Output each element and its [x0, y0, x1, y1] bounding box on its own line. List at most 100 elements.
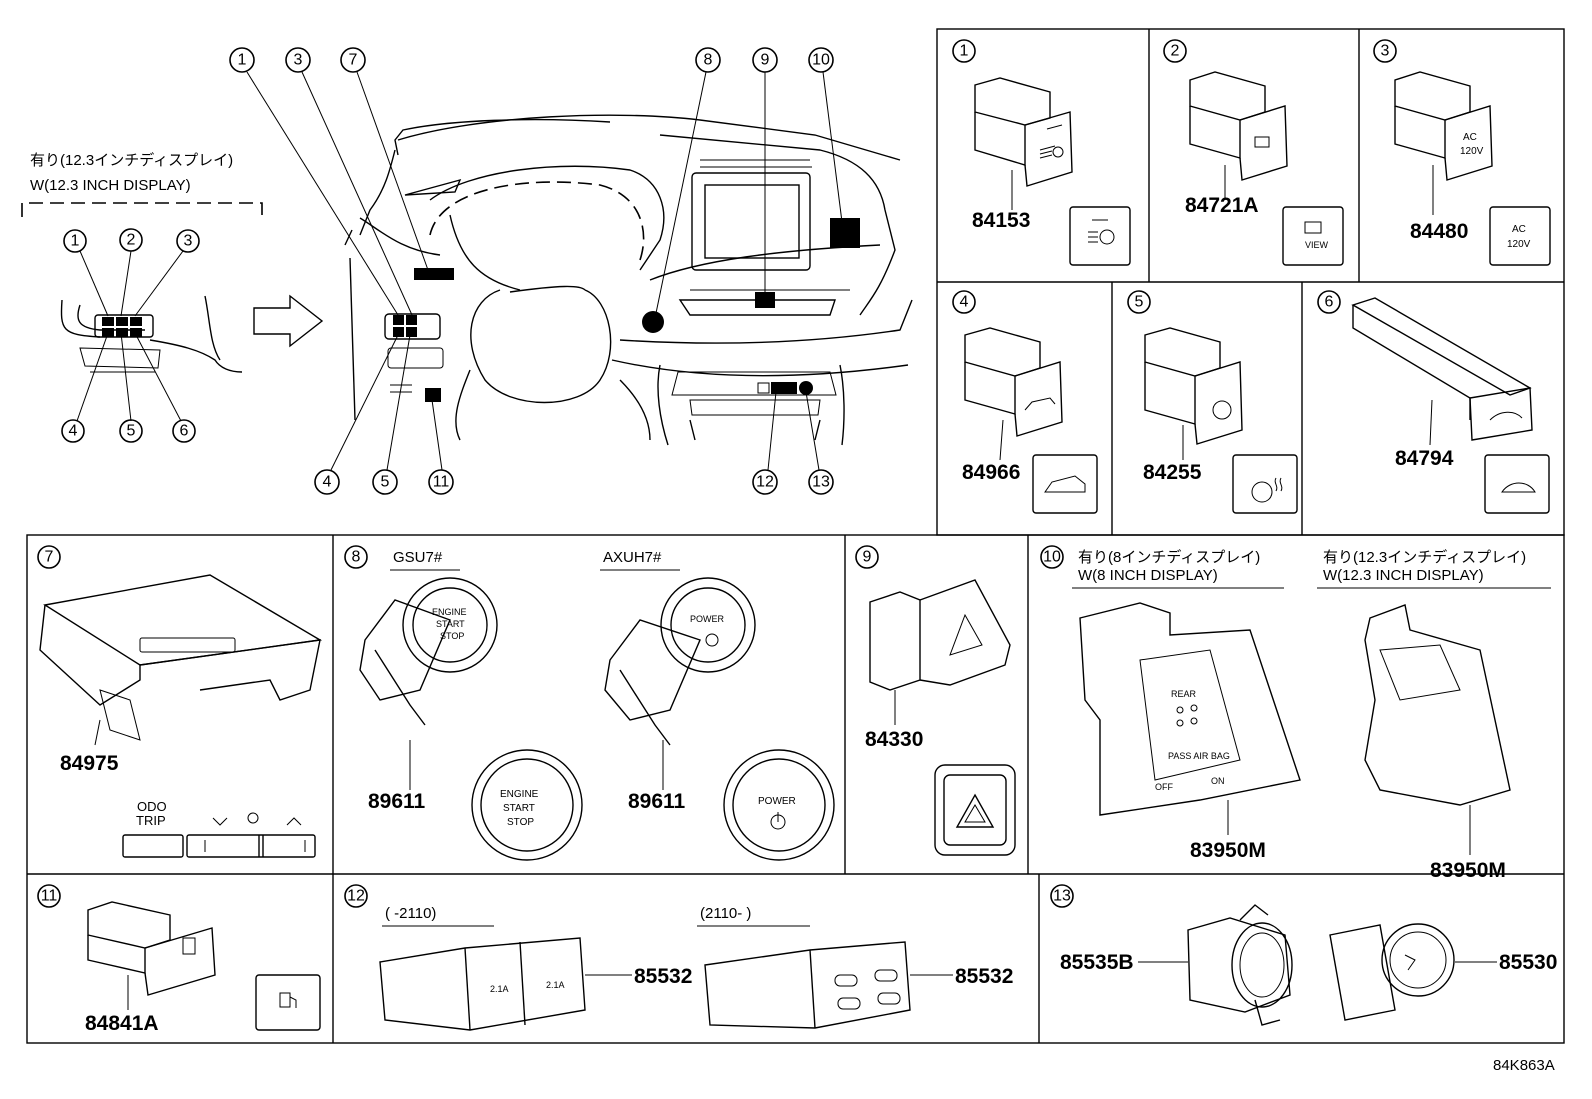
usb-port-2 [874, 969, 898, 982]
dash-callout-1: 1 [229, 47, 255, 73]
svg-text:POWER: POWER [690, 614, 725, 624]
usb-port-1 [834, 974, 858, 987]
range-after: (2110- ) [700, 905, 751, 922]
panel-9: 9 84330 [855, 545, 1016, 856]
dash-callout-3: 3 [285, 47, 311, 73]
panel-10-number: 10 [1040, 545, 1064, 569]
dash-callout-7: 7 [340, 47, 366, 73]
svg-text:POWER: POWER [758, 796, 796, 807]
part-84721a: 84721A [1185, 194, 1259, 217]
range-before: ( -2110) [385, 905, 436, 922]
part-83950m-b: 83950M [1430, 859, 1506, 882]
part-84841a: 84841A [85, 1012, 159, 1035]
svg-text:7: 7 [349, 52, 358, 69]
inset-callout-6: 6 [172, 419, 196, 443]
windshield-defogger-icon [1501, 482, 1536, 493]
dimmer-button [186, 834, 316, 858]
auto-headlamp-icon [1099, 229, 1115, 245]
svg-text:4: 4 [323, 474, 332, 491]
svg-text:120V: 120V [1460, 146, 1484, 157]
svg-text:2.1A: 2.1A [546, 980, 565, 990]
dash-callout-10: 10 [808, 47, 834, 73]
svg-text:6: 6 [180, 423, 189, 440]
inset-variant-en: W(12.3 INCH DISPLAY) [30, 177, 191, 194]
inset-callout-1: 1 [63, 229, 87, 253]
odo-trip-button [122, 834, 184, 858]
part-83950m-a: 83950M [1190, 839, 1266, 862]
svg-text:9: 9 [863, 549, 872, 566]
svg-text:11: 11 [433, 474, 450, 491]
variant-12inch-jp: 有り(12.3インチディスプレイ) [1323, 548, 1526, 566]
svg-text:OFF: OFF [1155, 782, 1173, 792]
chevron-up-icon [286, 817, 302, 826]
fuel-door-icon-small [182, 937, 196, 955]
panel-9-number: 9 [855, 545, 879, 569]
svg-text:4: 4 [960, 294, 969, 311]
svg-text:120V: 120V [1507, 239, 1531, 250]
dash-callout-13: 13 [808, 469, 834, 495]
part-84255: 84255 [1143, 461, 1202, 484]
icon-box-11 [255, 974, 321, 1031]
camera-view-icon [1304, 221, 1322, 234]
svg-text:6: 6 [1325, 294, 1334, 311]
panel-7-number: 7 [37, 545, 61, 569]
panel-3-number: 3 [1373, 39, 1397, 63]
panel-2: 2 84721A VIEW [1163, 39, 1344, 266]
overview-inset: 有り(12.3インチディスプレイ) W(12.3 INCH DISPLAY) 1… [21, 151, 324, 443]
panel-11: 11 84841A [37, 884, 321, 1035]
variant-axuh7: AXUH7# [603, 549, 662, 566]
inset-variant-jp: 有り(12.3インチディスプレイ) [30, 151, 233, 169]
panel-4-number: 4 [952, 290, 976, 314]
panel-13-number: 13 [1050, 884, 1074, 908]
panel-6-number: 6 [1317, 290, 1341, 314]
dash-callout-4: 4 [314, 469, 340, 495]
inset-callout-2: 2 [119, 228, 143, 252]
svg-text:1: 1 [238, 52, 247, 69]
svg-text:STOP: STOP [507, 817, 534, 828]
dash-callout-9: 9 [752, 47, 778, 73]
svg-text:TRIP: TRIP [136, 813, 166, 828]
usb-port-3 [837, 997, 861, 1010]
svg-text:3: 3 [1381, 43, 1390, 60]
svg-text:13: 13 [812, 474, 830, 491]
svg-text:10: 10 [812, 52, 830, 69]
svg-text:9: 9 [761, 52, 770, 69]
svg-text:AC: AC [1463, 132, 1477, 143]
svg-text:ODO: ODO [137, 799, 167, 814]
inset-callout-5: 5 [119, 419, 143, 443]
dash-callout-12: 12 [752, 469, 778, 495]
panel-6: 6 84794 [1317, 290, 1550, 514]
usb-port-4 [877, 992, 901, 1005]
svg-text:REAR: REAR [1171, 689, 1197, 699]
fuel-door-icon [279, 992, 291, 1008]
dash-callout-5: 5 [372, 469, 398, 495]
inset-callout-4: 4 [61, 419, 85, 443]
svg-text:2: 2 [127, 232, 136, 249]
svg-text:START: START [436, 619, 465, 629]
dash-callout-8: 8 [695, 47, 721, 73]
brightness-icon [247, 812, 259, 824]
part-84794: 84794 [1395, 447, 1454, 470]
variant-8inch-en: W(8 INCH DISPLAY) [1078, 567, 1218, 584]
panel-10: 10 有り(8インチディスプレイ) W(8 INCH DISPLAY) 有り(1… [1040, 545, 1551, 882]
svg-text:12: 12 [756, 474, 774, 491]
dash-callout-11: 11 [428, 469, 454, 495]
ac-120v-icon: AC [1512, 224, 1526, 235]
svg-text:4: 4 [69, 423, 78, 440]
part-84966: 84966 [962, 461, 1020, 484]
svg-text:ENGINE: ENGINE [500, 789, 539, 800]
hazard-icon [955, 793, 995, 828]
panel-8: 8 GSU7# AXUH7# ENGINE START STOP 89611 E… [344, 545, 835, 861]
dashboard-overview: 1 3 7 8 9 10 4 5 11 12 13 [229, 47, 913, 495]
svg-text:VIEW: VIEW [1305, 240, 1329, 250]
svg-text:ENGINE: ENGINE [432, 607, 467, 617]
variant-12inch-en: W(12.3 INCH DISPLAY) [1323, 567, 1484, 584]
panel-7: 7 84975 ODO TRIP [37, 545, 323, 858]
heated-steering-icon [1251, 481, 1273, 503]
svg-text:5: 5 [127, 423, 136, 440]
svg-text:1: 1 [960, 43, 969, 60]
svg-text:1: 1 [71, 233, 80, 250]
svg-text:2.1A: 2.1A [490, 984, 509, 994]
power-backdoor-icon [1044, 475, 1086, 493]
